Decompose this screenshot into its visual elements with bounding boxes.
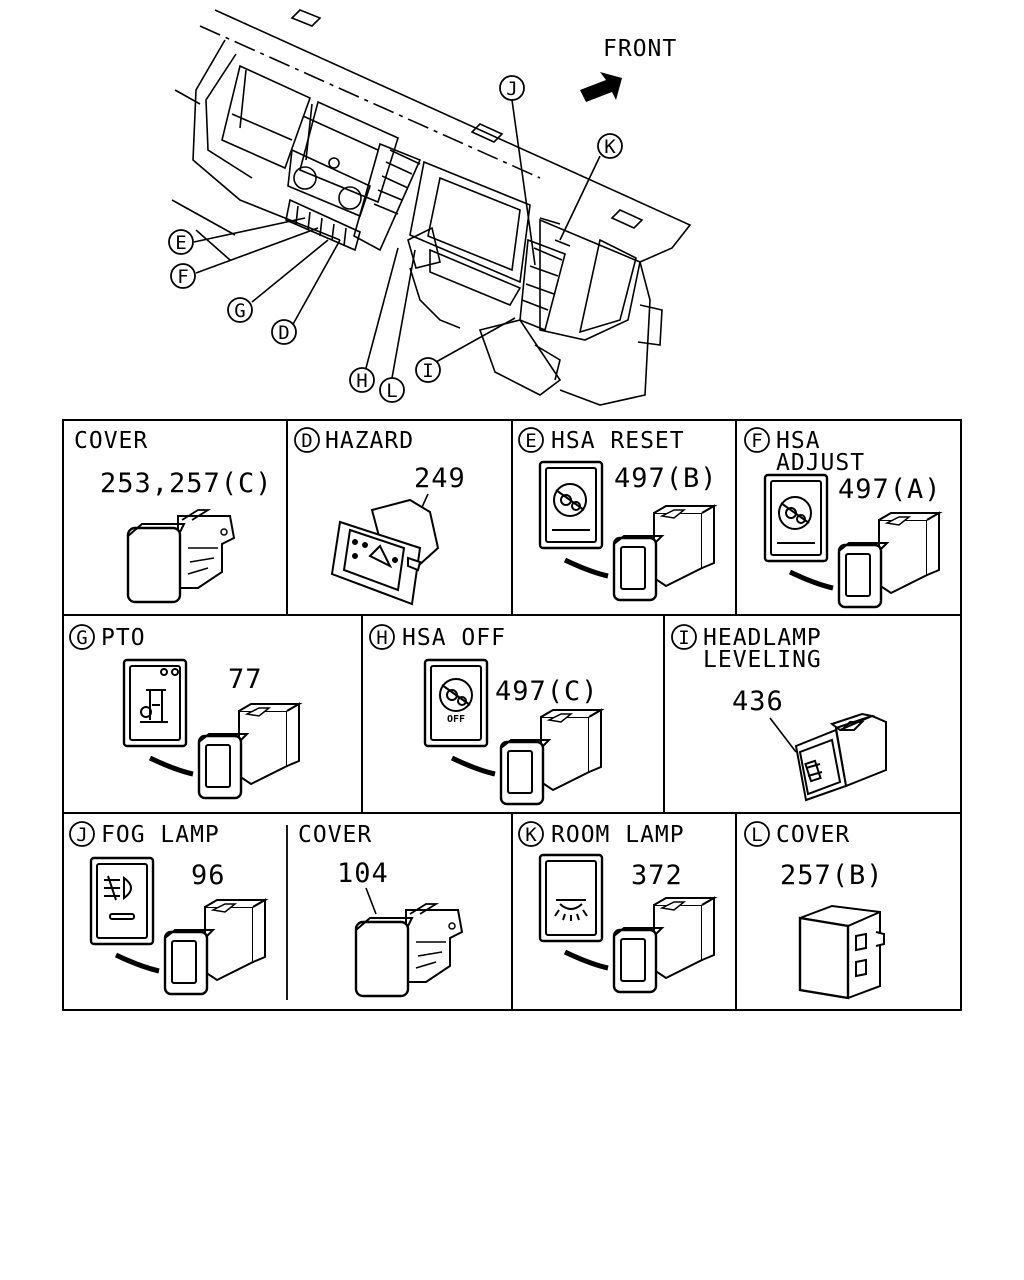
leveling-switch-drawing [794,712,887,802]
cell-title: HSA [776,428,821,454]
svg-text:J: J [506,78,517,100]
part-number: 253,257(C) [100,468,273,499]
callout-D: D [294,427,320,453]
switch-part-drawing [837,511,941,609]
cell-hsa-adjust: F HSA ADJUST 497(A) [744,427,942,609]
svg-text:I: I [422,360,433,382]
cell-title: FOG LAMP [101,822,220,848]
callout-G: G [69,624,95,650]
callout-leaders [193,99,601,379]
svg-text:L: L [751,824,762,846]
svg-text:L: L [386,380,397,402]
svg-text:G: G [234,300,245,322]
part-number: 436 [732,686,784,717]
svg-text:H: H [376,627,387,649]
svg-text:OFF: OFF [447,714,465,725]
svg-text:G: G [76,627,87,649]
cell-title: HSA RESET [551,428,685,454]
switch-part-drawing [163,898,267,996]
part-number: 497(B) [614,463,718,494]
front-arrow-icon [580,72,622,102]
callout-H: H [369,624,395,650]
cell-title-line2: LEVELING [703,647,822,673]
cell-title: HAZARD [325,428,414,454]
cell-room-lamp: K ROOM LAMP 372 [518,821,716,994]
svg-text:E: E [175,232,186,254]
cell-title: PTO [101,625,146,651]
overview-callout-F: F [170,263,196,289]
room-lamp-icon [538,853,604,943]
hsa-icon [763,473,829,563]
svg-text:I: I [678,627,689,649]
cell-fog-lamp: J FOG LAMP 96 [69,821,267,996]
hsa-off-icon: OFF [423,658,489,748]
switch-part-drawing [612,504,716,602]
overview-callout-G: G [227,297,253,323]
callout-K: K [518,821,544,847]
cell-title: COVER [298,822,372,848]
cell-cover-257b: L COVER 257(B) [744,821,885,1000]
overview-callout-J: J [499,75,525,101]
parts-table [62,419,962,1011]
switch-part-drawing [197,702,301,800]
overview-callout-K: K [597,133,623,159]
svg-text:D: D [278,322,289,344]
part-number: 96 [191,860,226,891]
cell-title: HSA OFF [402,625,506,651]
front-label: FRONT [603,36,677,62]
svg-text:K: K [525,824,537,846]
part-number: 249 [414,463,466,494]
switch-part-drawing [499,708,603,806]
cell-headlamp-leveling: I HEADLAMP LEVELING 436 [671,624,887,802]
svg-text:H: H [356,370,367,392]
fog-lamp-icon [89,856,155,946]
cover-part-drawing [126,508,236,604]
svg-text:D: D [301,430,312,452]
cell-hsa-reset: E HSA RESET 497(B) [518,427,718,602]
cell-title: COVER [776,822,850,848]
cell-title: HEADLAMP [703,625,822,651]
cell-title-line2: ADJUST [776,450,865,476]
svg-text:F: F [751,430,762,452]
callout-J: J [69,821,95,847]
part-number: 77 [228,664,263,695]
callout-E: E [518,427,544,453]
dashboard-overview [171,9,692,406]
overview-callout-I: I [415,357,441,383]
cell-cover-104: COVER 104 [298,822,464,998]
svg-text:K: K [604,136,616,158]
switch-part-drawing [612,896,716,994]
overview-callout-H: H [349,367,375,393]
svg-text:J: J [76,824,87,846]
part-number: 497(A) [838,474,942,505]
overview-callout-E: E [168,229,194,255]
cell-pto: G PTO 77 [69,624,301,800]
cell-hsa-off: H HSA OFF 497(C) OFF [369,624,603,806]
cell-title: ROOM LAMP [551,822,685,848]
hsa-icon [538,460,604,550]
cell-hazard: D HAZARD 249 [294,427,466,606]
cell-title: COVER [74,428,148,454]
callout-L: L [744,821,770,847]
part-number: 104 [337,858,389,889]
hazard-switch-drawing [330,498,440,606]
callout-I: I [671,624,697,650]
overview-callout-L: L [379,377,405,403]
part-number: 372 [631,860,683,891]
cover-part-drawing [354,902,464,998]
overview-callout-D: D [271,319,297,345]
blank-cover-drawing [798,904,885,1000]
svg-text:E: E [525,430,536,452]
pto-icon [122,658,188,748]
svg-text:F: F [177,266,188,288]
callout-F: F [744,427,770,453]
part-number: 257(B) [780,860,884,891]
part-number: 497(C) [495,676,599,707]
cell-cover-253-257c: COVER 253,257(C) [74,428,273,604]
